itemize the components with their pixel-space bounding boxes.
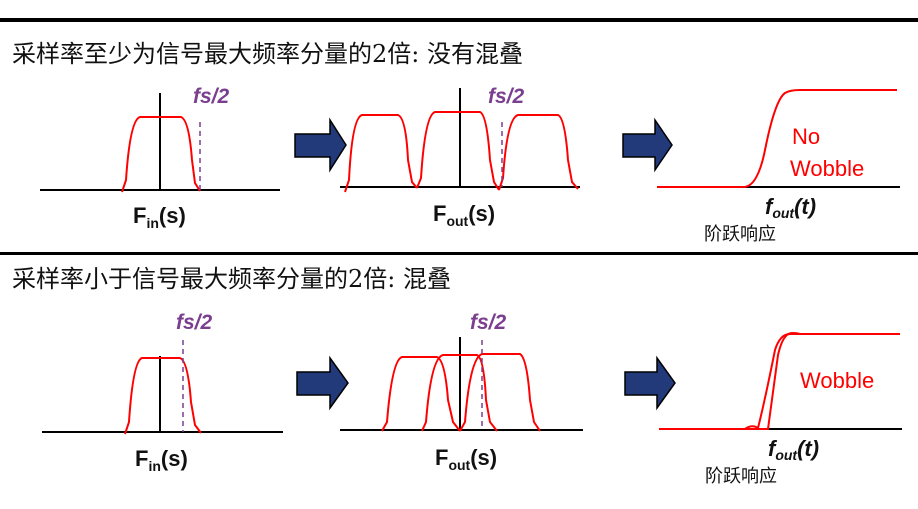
input-spectrum-top: fs/2 Fin(s) <box>40 85 280 231</box>
fin-label: Fin(s) <box>133 203 186 231</box>
wobble-label: Wobble <box>800 368 874 393</box>
arrow-right-icon <box>294 117 347 173</box>
step-curve <box>659 333 900 430</box>
nyquist-label: fs/2 <box>193 85 230 108</box>
signal-spectrum <box>121 116 201 193</box>
step-response-bottom: Wobble fout(t) 阶跃响应 <box>659 331 902 487</box>
nyquist-label: fs/2 <box>488 85 525 108</box>
fout-t-label: fout(t) <box>768 436 819 463</box>
middle-rule <box>0 252 918 255</box>
fout-t-label: fout(t) <box>765 194 816 221</box>
image-spectrum-right <box>459 353 541 432</box>
section-title-no-aliasing: 采样率至少为信号最大频率分量的2倍: 没有混叠 <box>12 40 523 68</box>
fin-label: Fin(s) <box>135 446 188 474</box>
fout-label: Fout(s) <box>433 201 495 229</box>
arrow-right-icon <box>622 117 673 173</box>
image-spectrum-left <box>381 356 461 432</box>
signal-spectrum <box>416 111 500 191</box>
signal-spectrum <box>421 354 498 432</box>
nyquist-label: fs/2 <box>470 311 507 334</box>
section-title-aliasing: 采样率小于信号最大频率分量的2倍: 混叠 <box>12 265 451 293</box>
image-spectrum-left <box>344 114 418 193</box>
signal-spectrum <box>124 357 202 435</box>
image-spectrum-right <box>498 114 579 191</box>
top-rule <box>0 18 918 22</box>
step-response-top: No Wobble fout(t) 阶跃响应 <box>657 89 900 245</box>
step-curve-wobble <box>745 331 801 430</box>
output-spectrum-top: fs/2 Fout(s) <box>340 85 580 229</box>
input-spectrum-bottom: fs/2 Fin(s) <box>42 311 283 474</box>
step-response-label: 阶跃响应 <box>704 224 776 245</box>
no-wobble-label: No <box>792 124 820 149</box>
arrow-right-icon <box>624 355 676 411</box>
no-wobble-label-2: Wobble <box>790 156 864 181</box>
fout-label: Fout(s) <box>435 445 497 473</box>
arrow-right-icon <box>296 355 349 411</box>
nyquist-label: fs/2 <box>176 311 213 334</box>
output-spectrum-bottom: fs/2 Fout(s) <box>340 311 583 473</box>
step-curve <box>657 89 897 188</box>
step-response-label: 阶跃响应 <box>705 466 777 487</box>
